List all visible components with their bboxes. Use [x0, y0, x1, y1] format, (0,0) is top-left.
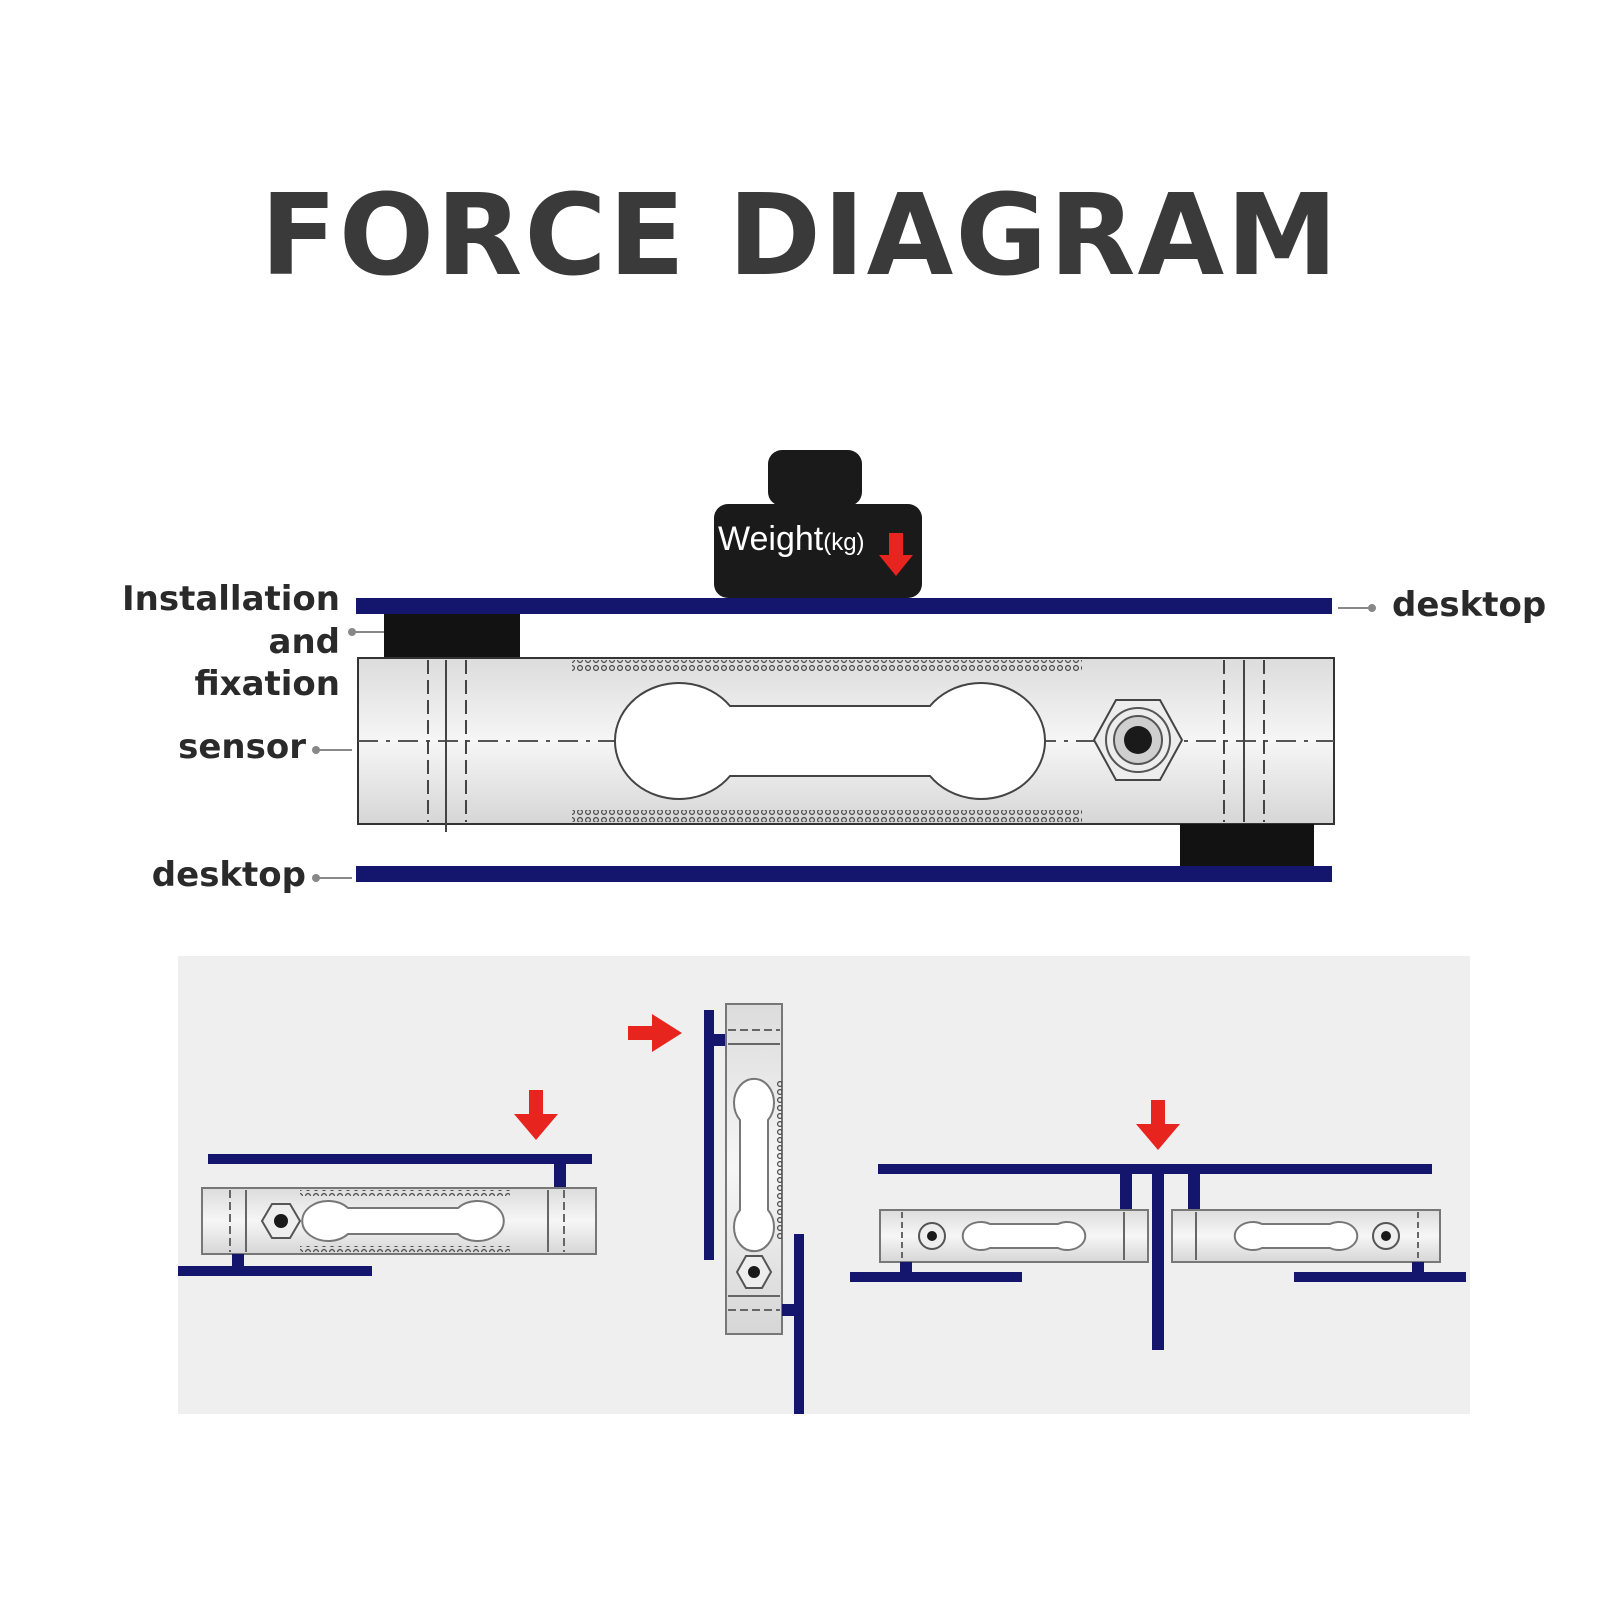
bolt-hole-icon — [1092, 699, 1184, 781]
example-vertical — [628, 1003, 804, 1414]
sensor-label: sensor — [178, 727, 306, 767]
fixation-block-bottom — [1180, 824, 1314, 866]
label-leaders — [312, 604, 1376, 882]
fixation-block-top — [384, 614, 520, 658]
weight-icon — [714, 450, 922, 598]
page-title: FORCE DIAGRAM — [260, 171, 1340, 301]
bottom-desktop-plate — [356, 866, 1332, 882]
force-arrow-icon — [879, 533, 913, 576]
weight-text: Weight — [718, 520, 824, 558]
examples-panel — [178, 956, 1470, 1414]
load-cell-sensor-icon — [357, 657, 1335, 832]
installation-fixation-label: Installation and fixation — [40, 578, 340, 706]
installation-label-line2: fixation — [194, 664, 340, 704]
desktop-top-label: desktop — [1392, 585, 1547, 625]
weight-unit: (kg) — [823, 529, 865, 556]
top-desktop-plate — [356, 598, 1332, 614]
installation-label-line1: Installation and — [121, 579, 340, 662]
weight-label: Weight(kg) — [718, 522, 865, 556]
desktop-bottom-label: desktop — [151, 855, 306, 895]
example-dual — [850, 1100, 1466, 1350]
example-horizontal — [178, 1090, 597, 1276]
